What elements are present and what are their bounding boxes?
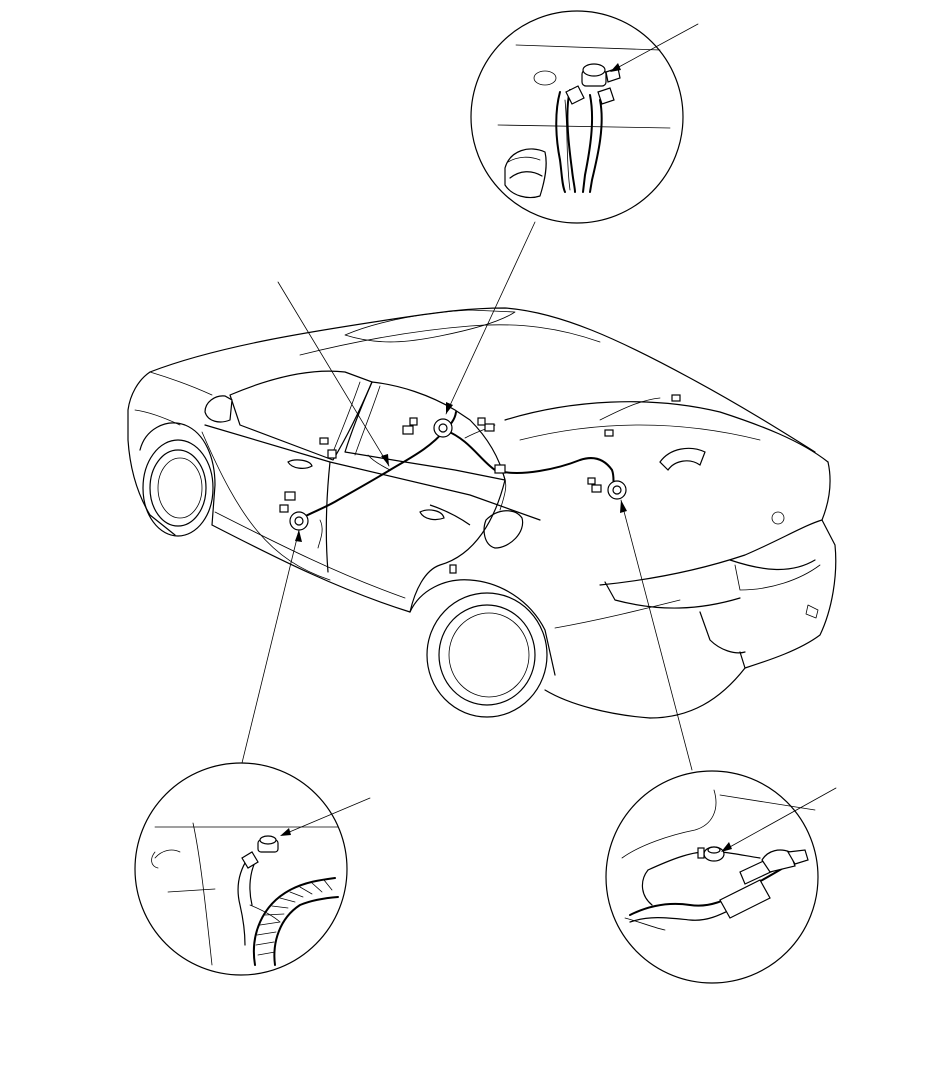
car-front — [127, 371, 176, 536]
leader-lines — [241, 221, 693, 771]
front-door-window — [229, 370, 373, 461]
pointer-top — [616, 23, 699, 69]
sensor-connector-icon — [241, 835, 279, 869]
sunroof — [344, 309, 516, 343]
rear-shelf-vent — [659, 447, 706, 471]
leader-left-detail — [241, 529, 300, 764]
harness-leader — [277, 281, 390, 467]
front-door-edge — [325, 461, 331, 573]
rear-emblem — [771, 511, 785, 525]
car-roof — [149, 307, 816, 453]
rear-door-edge — [409, 479, 506, 613]
sensor-mount-left — [289, 511, 309, 531]
pointer-bottom-left — [286, 797, 371, 834]
car-illustration — [127, 307, 837, 719]
sensor-mount-center — [433, 418, 453, 438]
rear-wheel — [426, 592, 548, 718]
sensor-connector-icon — [565, 63, 621, 105]
pointer-bottom-right — [727, 787, 837, 849]
fuel-lid — [483, 510, 524, 549]
car-rear — [739, 461, 837, 669]
leader-right-detail — [620, 499, 693, 771]
side-mirror — [204, 395, 233, 423]
rear-wheel-arch — [409, 579, 556, 676]
harness-main — [297, 429, 616, 521]
rear-door-window — [344, 381, 506, 481]
front-wheel — [142, 439, 214, 537]
leader-top-detail — [445, 221, 536, 415]
detail-circle-bottom-right — [605, 770, 837, 984]
detail-circle-bottom-left — [134, 762, 371, 976]
trunk-lid — [504, 401, 829, 463]
wire-harness — [279, 394, 681, 574]
sensor-mount-right — [607, 480, 627, 500]
front-wheel-arch — [139, 422, 216, 526]
detail-circle-top — [470, 10, 699, 224]
sensor-connector-icon — [697, 846, 725, 862]
